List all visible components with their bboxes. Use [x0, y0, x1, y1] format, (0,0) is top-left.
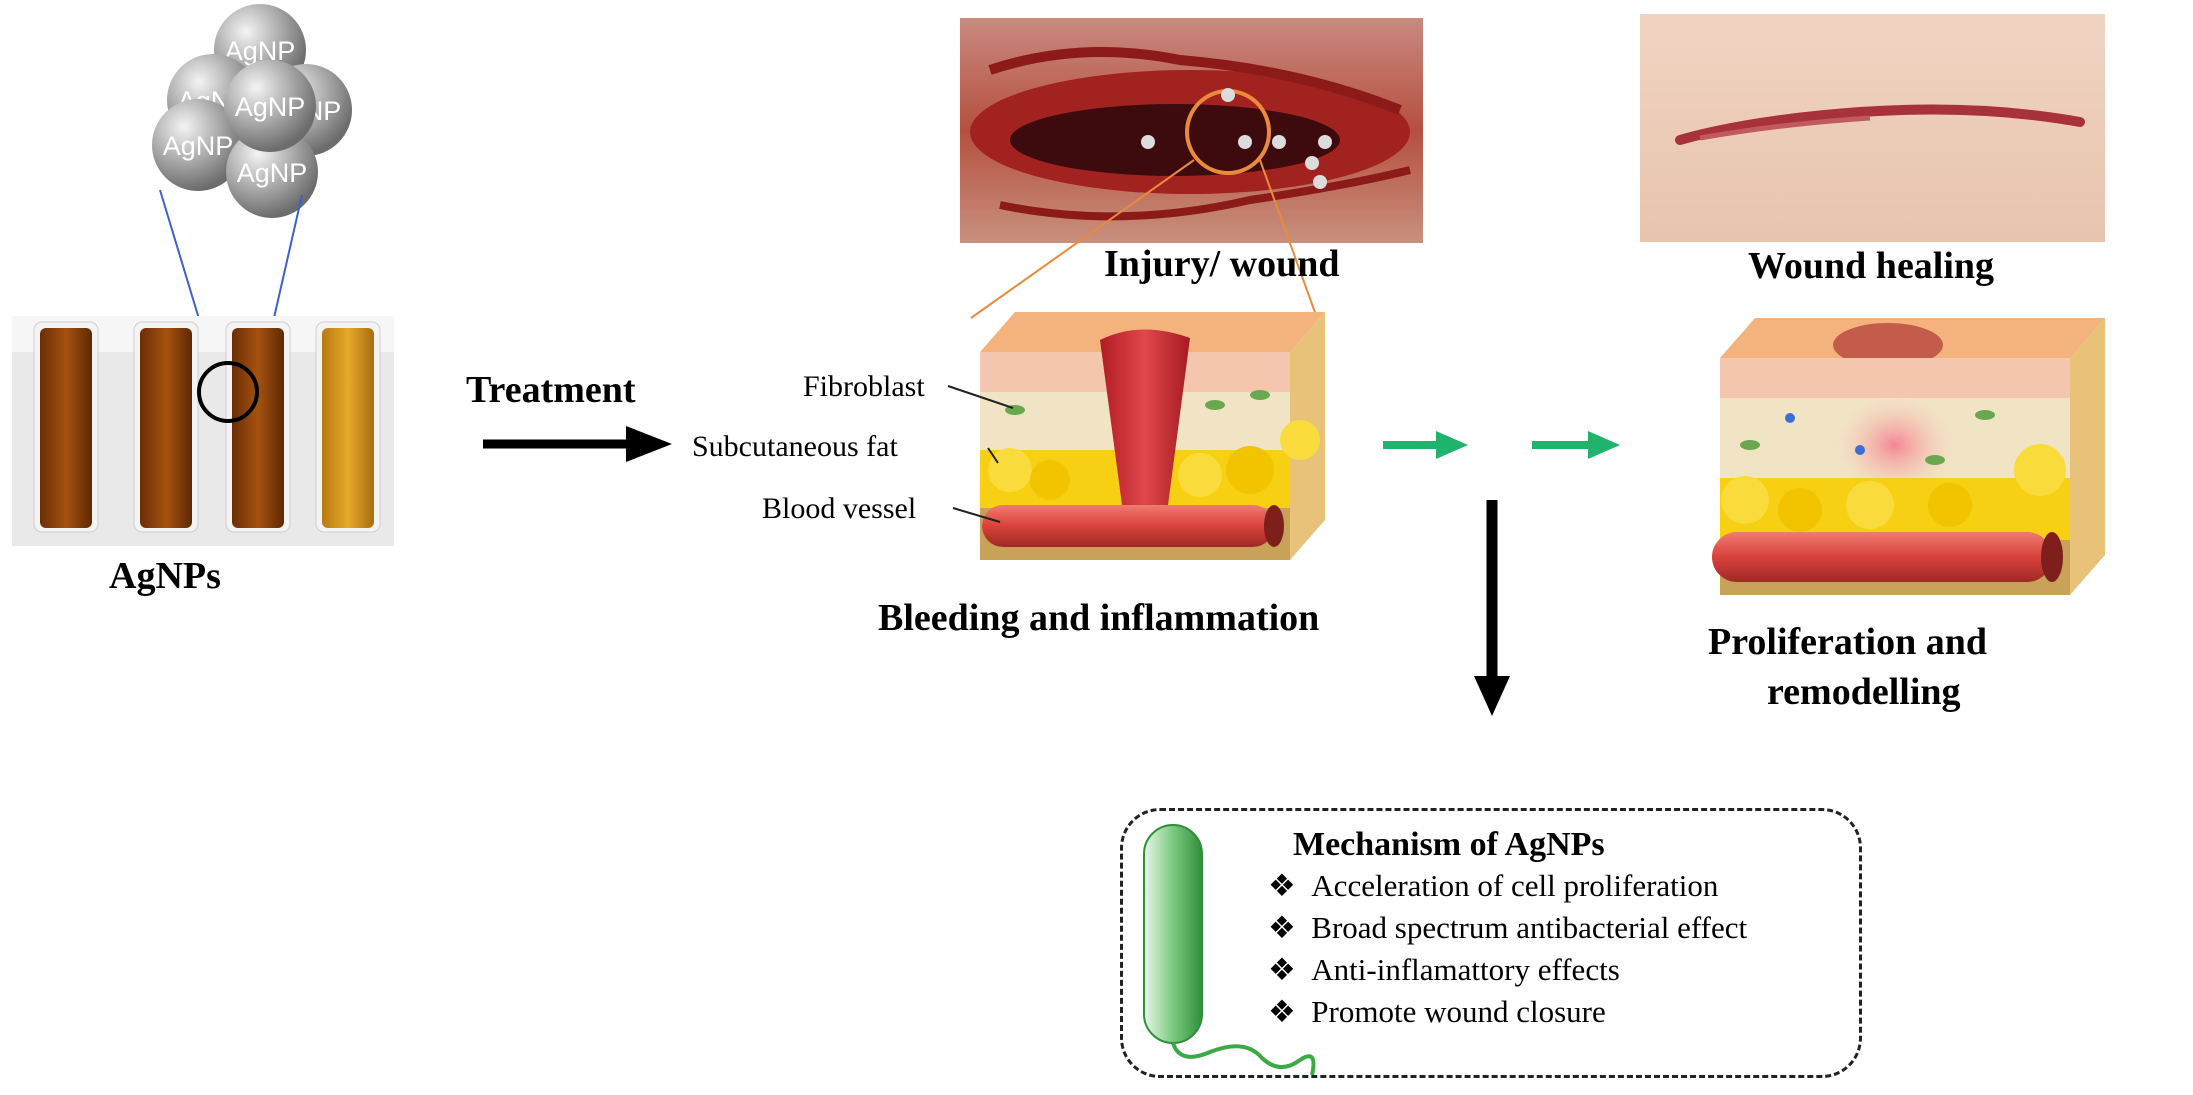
blood-vessel [982, 505, 1284, 547]
agnp-sphere: AgNP [226, 126, 318, 218]
vial [133, 321, 199, 533]
bullet-icon: ❖ [1268, 952, 1296, 987]
bleeding-label: Bleeding and inflammation [878, 597, 1320, 639]
fibroblast-cell [1925, 455, 1945, 465]
vial [225, 321, 291, 533]
bacterium-icon [1143, 824, 1316, 1076]
mechanism-title: Mechanism of AgNPs [1293, 826, 1605, 863]
progress-arrow [1532, 431, 1620, 459]
agnps-label: AgNPs [109, 555, 221, 597]
zoom-circle [197, 361, 259, 423]
mechanism-item: ❖ Anti-inflamattory effects [1268, 952, 1620, 987]
bullet-icon: ❖ [1268, 910, 1296, 945]
zoom-line [970, 159, 1195, 319]
leader-line [947, 385, 1014, 409]
skin-block-proliferation [1712, 318, 2105, 595]
vials-photo [12, 316, 394, 546]
agnp-sphere-label: AgNP [163, 131, 234, 161]
fibroblast-cell [1975, 410, 1995, 420]
blood-clot [1100, 329, 1190, 510]
zoom-line [1259, 159, 1318, 319]
proliferation-label-line1: Proliferation and [1708, 621, 1988, 663]
fibroblast-cell [1740, 440, 1760, 450]
mechanism-item: ❖ Broad spectrum antibacterial effect [1268, 910, 1748, 945]
fibroblast-cell [1250, 390, 1270, 400]
agnp-sphere: AgNP [224, 60, 316, 152]
agnp-sphere-label: AgNP [237, 158, 308, 188]
leader-line [952, 507, 1001, 523]
treatment-label: Treatment [466, 369, 636, 411]
blood-vessel [1712, 532, 2063, 582]
injury-label: Injury/ wound [1104, 243, 1340, 285]
wound-photo [960, 18, 1423, 243]
treatment-arrow [483, 426, 672, 462]
proliferation-label-line2: remodelling [1767, 671, 1961, 713]
bullet-icon: ❖ [1268, 868, 1296, 903]
fibroblast-cell [1205, 400, 1225, 410]
fibroblast-label: Fibroblast [803, 370, 925, 403]
mechanism-item: ❖ Promote wound closure [1268, 994, 1606, 1029]
agnp-cluster: AgNP AgNP AgNP AgNP AgNP AgNP [152, 4, 352, 218]
mechanism-item: ❖ Acceleration of cell proliferation [1268, 868, 1719, 903]
vial [33, 321, 99, 533]
vial [315, 321, 381, 533]
skin-block-bleeding [980, 312, 1325, 560]
leader-line [987, 447, 999, 464]
mechanism-arrow [1474, 500, 1510, 716]
mechanism-box [1120, 808, 1862, 1078]
wound-healing-label: Wound healing [1748, 245, 1995, 287]
agnp-sphere-label: AgNP [235, 92, 306, 122]
agnp-sphere: AgNP [152, 99, 244, 191]
blood-vessel-label: Blood vessel [762, 492, 917, 525]
subcutaneous-fat-label: Subcutaneous fat [692, 430, 898, 463]
healed-wound-photo [1640, 14, 2105, 242]
bullet-icon: ❖ [1268, 994, 1296, 1029]
progress-arrow [1383, 431, 1468, 459]
